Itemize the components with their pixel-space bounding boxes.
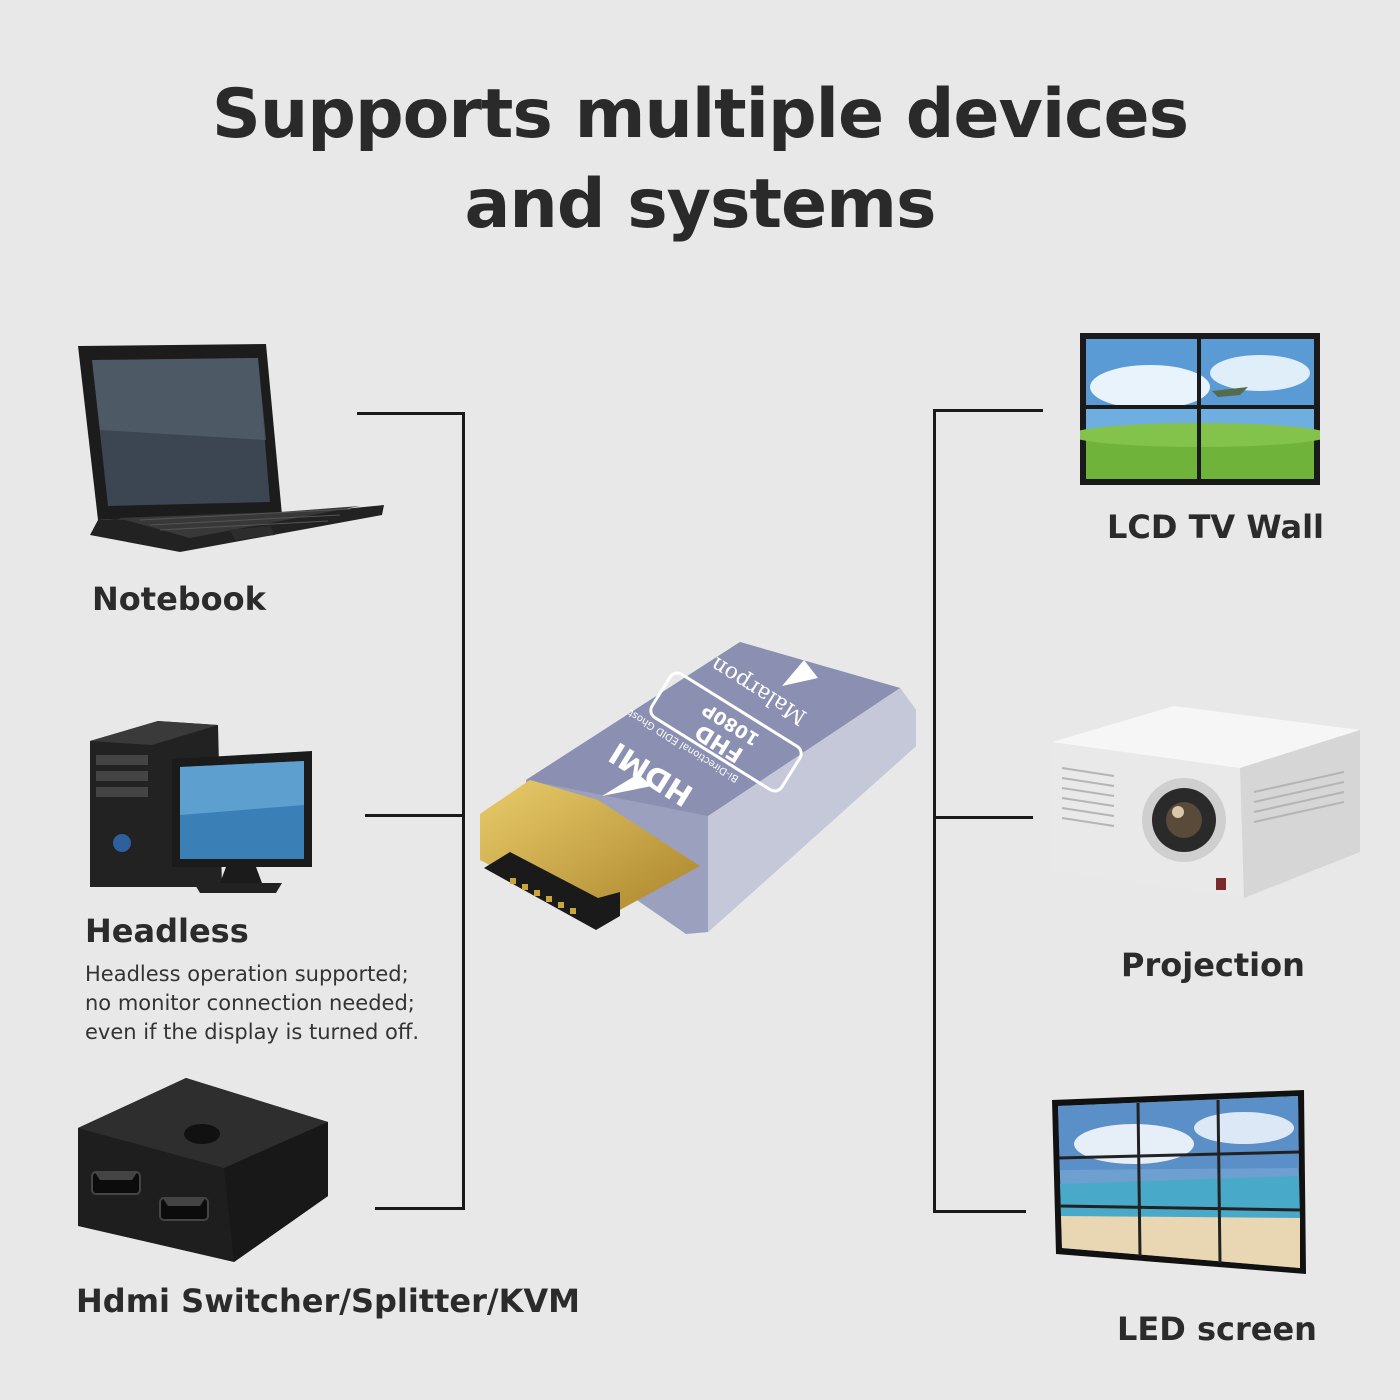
projector-icon bbox=[1052, 706, 1360, 898]
right-line-middle bbox=[933, 816, 1033, 819]
page-title: Supports multiple devices and systems bbox=[0, 70, 1400, 250]
left-line-middle bbox=[365, 814, 465, 817]
title-line-1: Supports multiple devices bbox=[211, 75, 1189, 154]
right-line-top bbox=[933, 409, 1043, 412]
hdmi-adapter-icon bbox=[480, 642, 916, 934]
hdmi-switch-label: Hdmi Switcher/Splitter/KVM bbox=[76, 1282, 580, 1320]
projection-label: Projection bbox=[1121, 946, 1305, 984]
headless-desc-line-1: Headless operation supported; bbox=[85, 962, 409, 986]
laptop-icon bbox=[78, 344, 384, 552]
desktop-pc-icon bbox=[90, 721, 312, 893]
led-screen-label: LED screen bbox=[1117, 1310, 1317, 1348]
headless-label: Headless bbox=[85, 912, 249, 950]
tv-wall-icon bbox=[1080, 333, 1320, 485]
headless-desc-line-2: no monitor connection needed; bbox=[85, 991, 415, 1015]
led-screen-icon bbox=[1052, 1090, 1306, 1274]
title-line-2: and systems bbox=[464, 165, 937, 244]
left-line-top bbox=[357, 412, 465, 415]
notebook-label: Notebook bbox=[92, 580, 266, 618]
headless-desc-line-3: even if the display is turned off. bbox=[85, 1020, 420, 1044]
hdmi-switch-icon bbox=[78, 1078, 328, 1262]
left-line-vertical bbox=[462, 412, 465, 1210]
right-line-bottom bbox=[933, 1210, 1026, 1213]
left-line-bottom bbox=[375, 1207, 465, 1210]
right-line-vertical bbox=[933, 409, 936, 1213]
headless-description: Headless operation supported; no monitor… bbox=[85, 960, 419, 1047]
lcd-tv-wall-label: LCD TV Wall bbox=[1107, 508, 1324, 546]
